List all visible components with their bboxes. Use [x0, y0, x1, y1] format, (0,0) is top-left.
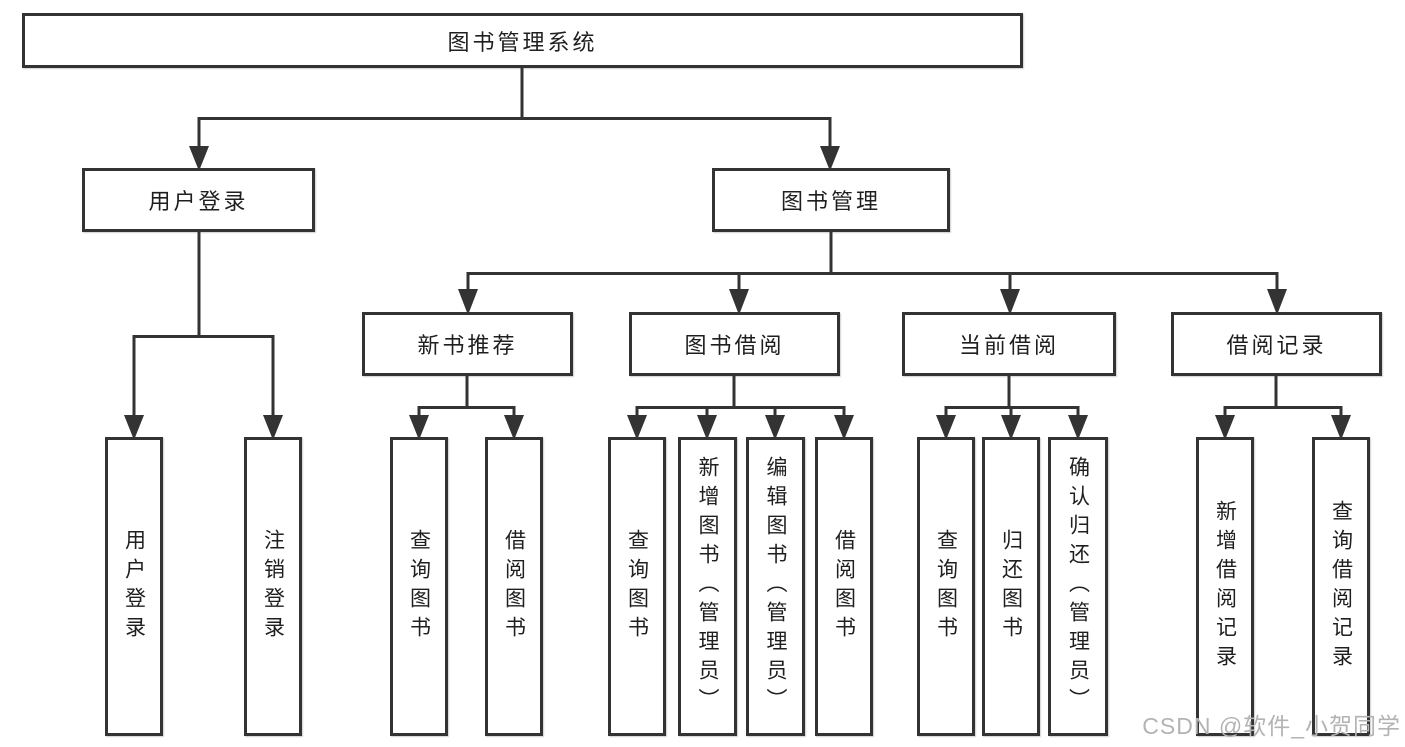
- node-book-borrow: 图书借阅: [629, 312, 840, 376]
- node-current-borrow: 当前借阅: [902, 312, 1116, 376]
- node-new-book-recommend: 新书推荐: [362, 312, 573, 376]
- node-leaf-query-borrow-record: 查询借阅记录: [1312, 437, 1370, 736]
- node-borrow-records: 借阅记录: [1171, 312, 1382, 376]
- connector-new-book-recommend-to-leaves: [409, 375, 524, 440]
- node-leaf-logout: 注销登录: [244, 437, 302, 736]
- node-leaf-user-login: 用户登录: [105, 437, 163, 736]
- node-leaf-query-books-current: 查询图书: [917, 437, 975, 736]
- watermark: CSDN @软件_小贺同学: [1142, 713, 1401, 739]
- connector-book-management-to-level3: [458, 231, 1287, 315]
- connector-borrow-records-to-leaves: [1215, 375, 1351, 440]
- node-book-management: 图书管理: [712, 168, 950, 232]
- node-leaf-return-books: 归还图书: [982, 437, 1040, 736]
- connector-current-borrow-to-leaves: [936, 375, 1088, 440]
- node-root: 图书管理系统: [22, 13, 1023, 68]
- node-leaf-borrow-books: 借阅图书: [815, 437, 873, 736]
- node-leaf-query-books-recommend: 查询图书: [390, 437, 448, 736]
- node-leaf-add-book-admin: 新增图书（管理员）: [678, 437, 737, 736]
- node-leaf-borrow-books-recommend: 借阅图书: [485, 437, 543, 736]
- node-leaf-edit-book-admin: 编辑图书（管理员）: [746, 437, 805, 736]
- node-leaf-query-books-borrow: 查询图书: [608, 437, 666, 736]
- connector-user-login-to-leaves: [124, 231, 283, 440]
- node-leaf-confirm-return-admin: 确认归还（管理员）: [1048, 437, 1108, 736]
- node-user-login: 用户登录: [82, 168, 315, 232]
- connector-root-to-level2: [189, 66, 840, 171]
- connector-book-borrow-to-leaves: [627, 375, 854, 440]
- node-leaf-add-borrow-record: 新增借阅记录: [1196, 437, 1254, 736]
